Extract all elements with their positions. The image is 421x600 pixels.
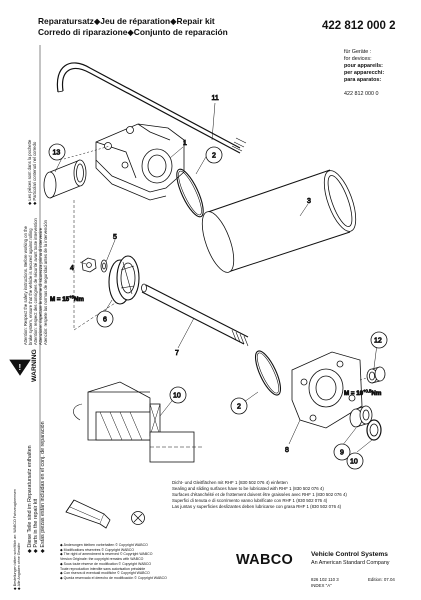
callout-8: 8 xyxy=(285,447,289,454)
callout-3: 3 xyxy=(307,198,311,205)
device-number: 422 812 000 0 xyxy=(344,90,379,97)
callout-4: 4 xyxy=(70,265,74,272)
callout-circles xyxy=(48,143,388,470)
torque-left-unit: Nm xyxy=(74,296,84,303)
callout-2-upper: 2 xyxy=(212,153,216,160)
wabco-logo: WABCO xyxy=(236,552,294,568)
part-9-bushing xyxy=(349,405,373,428)
lubrication-note-line: Dicht- und Gleitflächen mit RHF 1 (830 5… xyxy=(172,480,288,485)
copyright-line: ◆ Änderungen bleiben vorbehalten © Copyr… xyxy=(60,543,148,547)
document-index: INDEX "A" xyxy=(311,583,332,588)
warning-triangle-icon: ! xyxy=(9,359,31,376)
part-12-plug xyxy=(366,366,386,384)
torque-right-value: M = 10 xyxy=(344,390,364,397)
part-8-cover xyxy=(291,351,363,429)
lubrication-note-line: Superfici di tenuta e di scorrimento van… xyxy=(172,497,328,503)
callout-9: 9 xyxy=(340,450,344,457)
part-11-tube xyxy=(56,62,247,154)
lubrication-note-line: Surfaces d'étanchéité et de frottement d… xyxy=(172,491,347,497)
leader-lines xyxy=(54,102,378,453)
part-1-housing xyxy=(95,123,185,201)
document-edition: Edition: 07.04 xyxy=(368,577,395,582)
copyright-line: ◆ Modifications réservées © Copyright WA… xyxy=(60,547,134,552)
part-10-seal xyxy=(366,419,382,441)
torque-left-value: M = 15 xyxy=(50,296,70,303)
copyright-line: ◆ The right of amendment is reserved © C… xyxy=(60,552,153,557)
callout-13: 13 xyxy=(53,150,61,157)
callout-2-lower: 2 xyxy=(237,404,241,411)
part-3-cylinder xyxy=(201,169,357,273)
part-number: 422 812 000 2 xyxy=(322,20,396,32)
x-circle-icon xyxy=(131,511,145,525)
devices-label-en: for devices: xyxy=(344,55,372,62)
part-2-o-ring-upper xyxy=(176,168,204,218)
copyright-line: Toute reproduction interdite sans autori… xyxy=(60,566,146,571)
part-2-o-ring-lower xyxy=(254,350,282,396)
callout-7: 7 xyxy=(175,350,179,357)
devices-label-it: per apparecchi: xyxy=(344,69,385,76)
torque-note-right: M = 10+0.5Nm xyxy=(344,388,383,398)
torque-right-tolerance: +0.5 xyxy=(363,389,372,394)
title-line-2: Corredo di riparazione◆Conjunto de repar… xyxy=(38,27,228,37)
callout-6: 6 xyxy=(103,317,107,324)
lubrication-note: Dicht- und Gleitflächen mit RHF 1 (830 5… xyxy=(172,480,347,510)
part-7-rod xyxy=(141,283,249,347)
torque-right-unit: Nm xyxy=(371,390,381,397)
part-13-cap xyxy=(43,159,87,199)
svg-text:M = 10+0.5Nm: M = 10+0.5Nm xyxy=(344,389,382,398)
callout-12: 12 xyxy=(374,338,382,345)
part-6-piston xyxy=(108,255,140,305)
devices-label-fr: pour appareils: xyxy=(344,62,383,69)
callout-11: 11 xyxy=(212,95,219,102)
grease-tube-icon xyxy=(65,499,111,529)
callout-10-right: 10 xyxy=(350,459,358,466)
torque-left-tolerance: +3 xyxy=(69,295,74,300)
copyright-line: ◆ Queda reservado el derecho de modifica… xyxy=(60,575,167,580)
copyright-notes: ◆ Änderungen bleiben vorbehalten © Copyr… xyxy=(60,543,167,581)
part-4-nut xyxy=(81,257,97,273)
brand-subtitle: An American Standard Company xyxy=(311,560,390,566)
copyright-line: Version Originale: the copyright remains… xyxy=(60,557,144,562)
svg-text:!: ! xyxy=(19,363,22,372)
document-number: 826 102 110 3 xyxy=(311,577,339,582)
part-5-washer xyxy=(100,259,108,273)
callout-10-detail: 10 xyxy=(173,393,181,400)
svg-text:M = 15+3Nm: M = 15+3Nm xyxy=(50,295,84,304)
copyright-line: ◆ Con riserva di eventuali modifiche © C… xyxy=(60,571,150,576)
devices-label-es: para aparatos: xyxy=(344,76,382,83)
callout-5: 5 xyxy=(113,234,117,241)
title-line-1: Reparatursatz◆Jeu de réparation◆Repair k… xyxy=(38,16,215,26)
detail-section-view xyxy=(73,381,204,463)
callout-1: 1 xyxy=(183,140,187,147)
copyright-line: ◆ Sous toute réserve de modification © C… xyxy=(60,561,152,566)
lubrication-note-line: Las juntas y superficies deslizantes deb… xyxy=(172,503,342,509)
lubrication-note-line: Sealing and sliding surfaces have to be … xyxy=(172,485,324,491)
devices-block: für Geräte : for devices: pour appareils… xyxy=(344,49,384,97)
torque-note-left: M = 15+3Nm xyxy=(50,294,85,304)
brand-name: Vehicle Control Systems xyxy=(311,551,388,558)
devices-label-de: für Geräte : xyxy=(344,49,372,55)
